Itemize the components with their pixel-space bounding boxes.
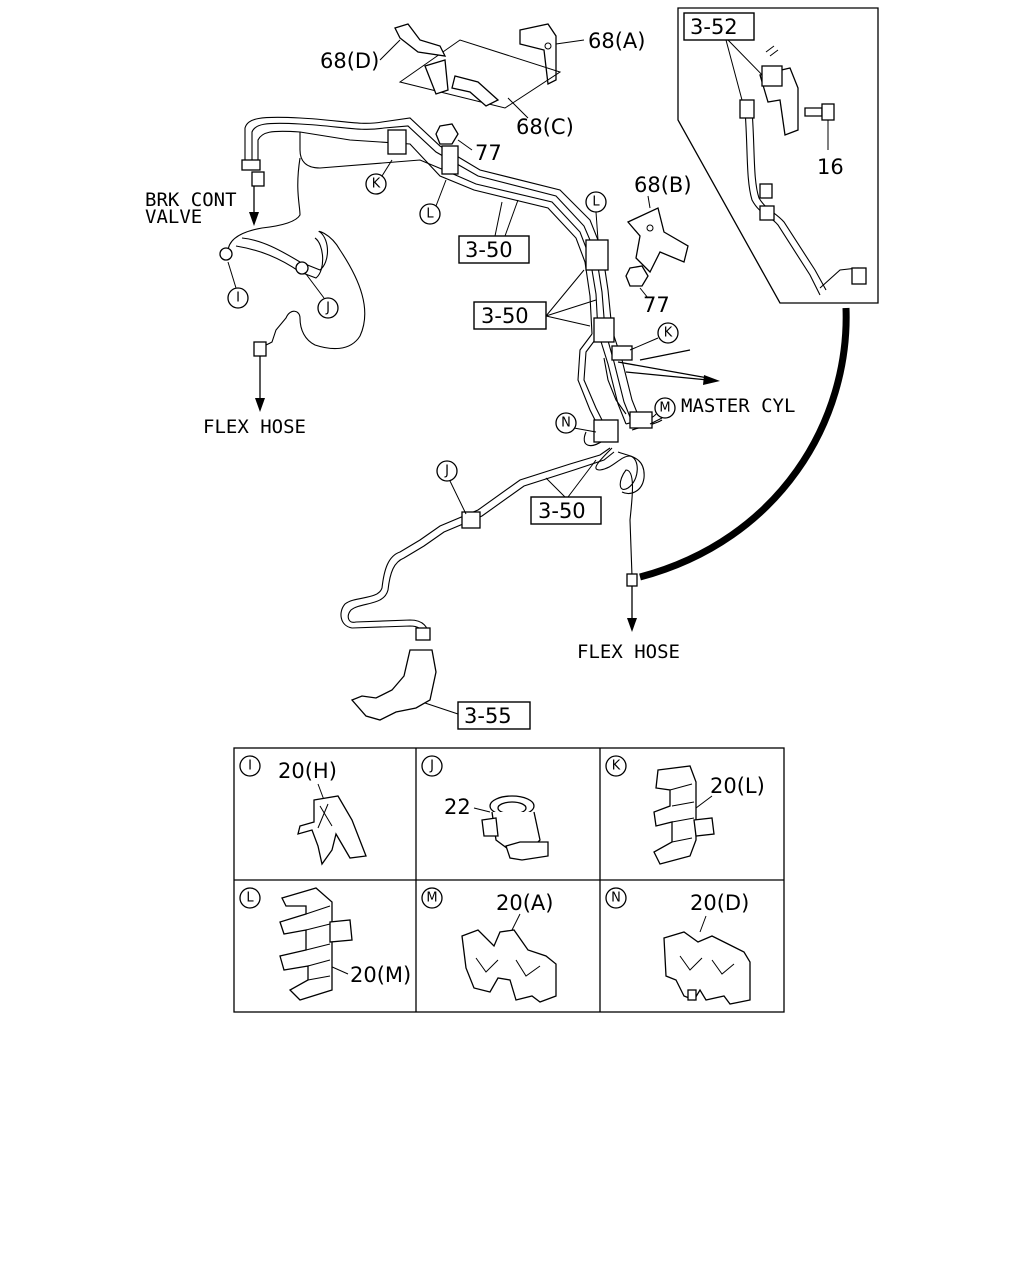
- callout-k-b[interactable]: [657, 322, 679, 344]
- ref-3-50-c-label: 3-50: [538, 499, 586, 523]
- svg-text:N: N: [611, 891, 621, 906]
- svg-text:J: J: [325, 301, 330, 316]
- svg-text:N: N: [561, 416, 571, 431]
- flex-hose-right-label: FLEX HOSE: [577, 641, 680, 663]
- svg-text:K: K: [664, 326, 673, 341]
- brk-cont-valve-label-line2: VALVE: [145, 206, 202, 228]
- bracket-3-55: [350, 649, 437, 721]
- part-16-label: 16: [817, 155, 844, 179]
- brk-cont-valve-label-line1: BRK CONT: [145, 189, 237, 211]
- part-68a-label: 68(A): [588, 29, 645, 53]
- inset-panel-3-52: 3-52 16: [677, 7, 879, 304]
- legend-part-l: 20(M): [350, 963, 411, 987]
- legend-part-m: 20(A): [496, 891, 553, 915]
- ref-3-52-label: 3-52: [690, 15, 738, 39]
- part-68d-label: 68(D): [320, 49, 379, 73]
- svg-text:L: L: [246, 891, 254, 906]
- part-68b-label: 68(B): [634, 173, 692, 197]
- ref-box-3-52[interactable]: [683, 12, 755, 41]
- legend-part-n: 20(D): [690, 891, 749, 915]
- legend-part-j: 22: [444, 795, 471, 819]
- ref-3-50-a-label: 3-50: [465, 238, 513, 262]
- ref-boxes: 3-50 3-50 3-50 3-55: [409, 199, 602, 730]
- top-brackets: 68(A) 68(D) 68(C) 77: [320, 23, 645, 165]
- pipe-fittings: [219, 129, 653, 641]
- svg-text:M: M: [659, 401, 670, 416]
- ref-box-3-50-b[interactable]: [473, 301, 547, 330]
- master-cyl-label: MASTER CYL: [681, 395, 795, 417]
- svg-text:K: K: [612, 759, 621, 774]
- callout-l-a[interactable]: [419, 203, 441, 225]
- ref-box-3-50-c[interactable]: [530, 496, 602, 525]
- ref-3-50-b-label: 3-50: [481, 304, 529, 328]
- legend-part-k: 20(L): [710, 774, 765, 798]
- part-77-top-label: 77: [475, 141, 502, 165]
- legend-cell-j: J 22: [421, 755, 549, 861]
- svg-text:L: L: [426, 207, 434, 222]
- clip-legend-table: I 20(H) J 22 K 20(L): [233, 747, 785, 1013]
- ref-3-55-label: 3-55: [464, 704, 512, 728]
- ref-box-3-55[interactable]: [457, 701, 531, 730]
- svg-text:J: J: [429, 759, 434, 774]
- svg-text:J: J: [444, 464, 449, 479]
- ref-box-3-50-a[interactable]: [458, 235, 530, 264]
- callout-m-a[interactable]: [654, 397, 676, 419]
- legend-cell-i: I 20(H): [239, 755, 367, 866]
- svg-text:L: L: [592, 195, 600, 210]
- legend-cell-m: M 20(A): [421, 887, 557, 1003]
- bracket-68b-group: 68(B) 77: [625, 173, 692, 317]
- part-77-mid-label: 77: [643, 293, 670, 317]
- svg-text:K: K: [372, 177, 381, 192]
- flex-hose-left-label: FLEX HOSE: [203, 416, 306, 438]
- callout-j-a[interactable]: [317, 297, 339, 319]
- svg-text:I: I: [236, 291, 240, 306]
- inset-link-arc: [639, 307, 850, 581]
- svg-text:M: M: [426, 891, 437, 906]
- callout-j-b[interactable]: [436, 460, 458, 482]
- arrows: [249, 186, 720, 632]
- legend-cell-n: N 20(D): [605, 887, 751, 1005]
- legend-cell-l: L 20(M): [239, 887, 411, 1001]
- svg-text:I: I: [248, 759, 252, 774]
- callout-n-a[interactable]: [555, 412, 577, 434]
- callout-i-a[interactable]: [227, 287, 249, 309]
- legend-part-i: 20(H): [278, 759, 337, 783]
- legend-cell-k: K 20(L): [605, 755, 765, 865]
- callout-k-a[interactable]: [365, 173, 387, 195]
- part-68c-label: 68(C): [516, 115, 574, 139]
- callouts: K L L I J K M N J: [227, 159, 679, 515]
